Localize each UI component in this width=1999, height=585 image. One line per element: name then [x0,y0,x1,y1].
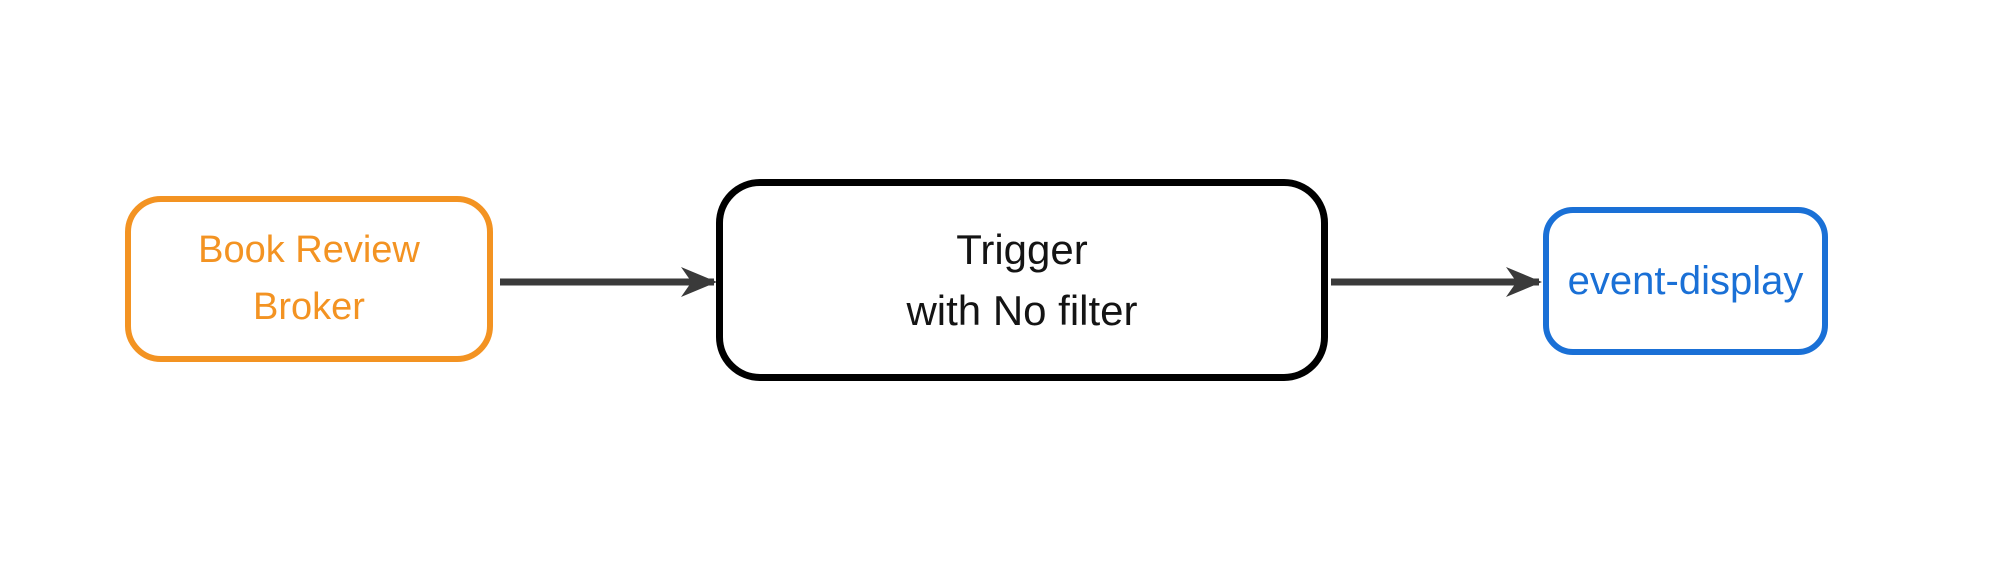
node-broker-label-line1: Book Review [198,229,420,271]
node-broker-label-line2: Broker [253,286,365,328]
node-trigger: Trigger with No filter [716,179,1328,381]
node-trigger-label-line2: with No filter [906,287,1138,334]
node-broker: Book Review Broker [125,196,493,362]
node-event-display-label: event-display [1567,259,1804,303]
node-event-display: event-display [1543,207,1828,355]
node-trigger-label-line1: Trigger [956,226,1088,273]
